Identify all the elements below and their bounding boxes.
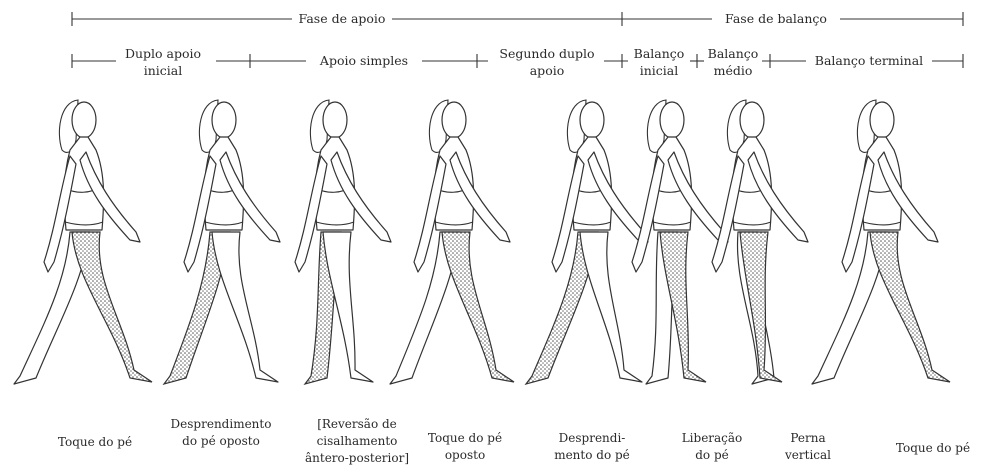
event-2-line-2: do pé oposto — [182, 434, 260, 448]
event-label-3: [Reversão de cisalhamento ântero-posterior… — [305, 417, 409, 465]
second-double-support-label-2: apoio — [530, 63, 565, 78]
front-leg — [212, 232, 278, 382]
event-label-4: Toque do pé oposto — [428, 431, 502, 462]
event-label-6: Liberação do pé — [682, 431, 743, 462]
event-2-line-1: Desprendimento — [171, 417, 272, 431]
swing-phase-label: Fase de balanço — [725, 11, 827, 26]
event-5-line-1: Desprendi- — [559, 431, 626, 445]
head — [660, 102, 684, 138]
head — [323, 102, 347, 138]
front-leg — [580, 232, 642, 382]
event-7-line-1: Perna — [790, 431, 825, 445]
event-7-line-2: vertical — [784, 448, 831, 462]
event-label-8: Toque do pé — [896, 441, 970, 455]
front-leg — [442, 232, 514, 382]
walking-figure-3 — [295, 100, 391, 384]
head — [740, 102, 764, 138]
event-6-line-2: do pé — [695, 448, 729, 462]
initial-swing-label-2: inicial — [640, 63, 679, 78]
head — [442, 102, 466, 138]
event-label-5: Desprendi-mento do pé — [554, 431, 630, 462]
event-1-line-1: Toque do pé — [58, 435, 132, 449]
event-8-line-1: Toque do pé — [896, 441, 970, 455]
walking-figures — [14, 100, 950, 384]
walking-figure-5 — [526, 100, 648, 384]
event-label-2: Desprendimento do pé oposto — [171, 417, 272, 448]
mid-swing-label-1: Balanço — [708, 46, 759, 61]
head — [580, 102, 604, 138]
walking-figure-8 — [812, 100, 950, 384]
event-4-line-1: Toque do pé — [428, 431, 502, 445]
event-3-line-1: [Reversão de — [317, 417, 397, 431]
gait-event-labels: Toque do pé Desprendimento do pé oposto [… — [58, 417, 970, 465]
head — [212, 102, 236, 138]
event-6-line-1: Liberação — [682, 431, 743, 445]
event-label-1: Toque do pé — [58, 435, 132, 449]
initial-swing-label-1: Balanço — [634, 46, 685, 61]
mid-swing-label-2: médio — [714, 63, 753, 78]
initial-double-support-label-2: inicial — [144, 63, 183, 78]
walking-figure-1 — [14, 100, 152, 384]
event-3-line-3: ântero-posterior] — [305, 451, 409, 465]
walking-figure-7 — [712, 100, 808, 384]
phase-bracket — [72, 12, 963, 26]
single-support-label: Apoio simples — [319, 53, 408, 68]
walking-figure-6 — [632, 100, 728, 384]
walking-figure-4 — [390, 100, 514, 384]
stance-phase-label: Fase de apoio — [299, 11, 386, 26]
front-leg — [72, 232, 152, 382]
event-3-line-2: cisalhamento — [317, 434, 398, 448]
terminal-swing-label: Balanço terminal — [815, 53, 923, 68]
event-4-line-2: oposto — [445, 448, 485, 462]
front-leg — [870, 232, 950, 382]
second-double-support-label-1: Segundo duplo — [499, 46, 594, 61]
initial-double-support-label-1: Duplo apoio — [125, 46, 201, 61]
event-5-line-2: mento do pé — [554, 448, 630, 462]
head — [72, 102, 96, 138]
walking-figure-2 — [164, 100, 280, 384]
head — [870, 102, 894, 138]
event-label-7: Perna vertical — [784, 431, 831, 462]
